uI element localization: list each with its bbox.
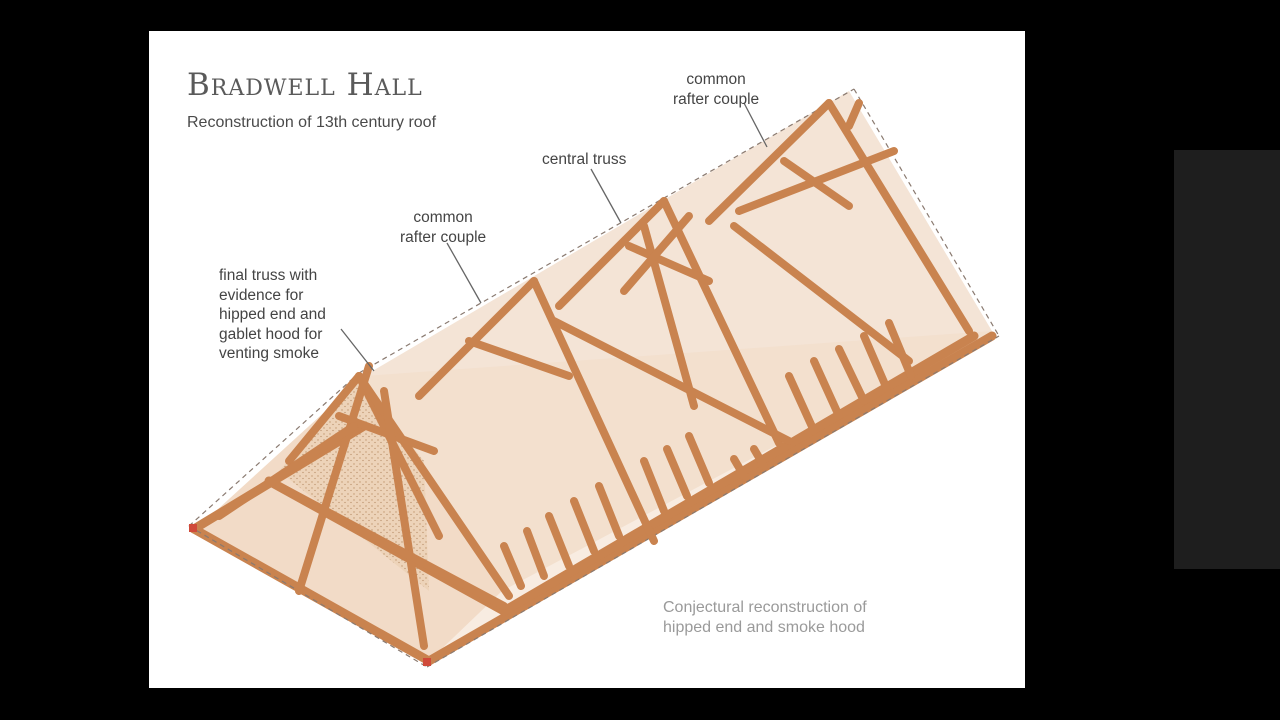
roof-illustration xyxy=(188,88,1000,668)
roof-outline-dashed xyxy=(188,88,1000,668)
caption-conjectural: Conjectural reconstruction of hipped end… xyxy=(663,599,867,636)
slide: Bradwell Hall Reconstruction of 13th cen… xyxy=(149,31,1025,688)
label-central-truss: central truss xyxy=(542,151,627,168)
label-common-rafter-top: common rafter couple xyxy=(673,71,760,108)
truss-far-end xyxy=(705,99,973,335)
corner-post-bottom xyxy=(423,658,431,666)
leader-lines xyxy=(340,102,768,372)
truss-final xyxy=(215,362,513,650)
truss-middle xyxy=(415,277,793,545)
rafter-stubs xyxy=(500,319,915,590)
label-common-rafter-mid: common rafter couple xyxy=(400,209,487,246)
page-title: Bradwell Hall xyxy=(187,67,423,103)
label-final-truss: final truss with evidence for hipped end… xyxy=(219,267,326,362)
page-subtitle: Reconstruction of 13th century roof xyxy=(187,114,437,131)
corner-post-left xyxy=(189,524,197,532)
main-roof-slope xyxy=(194,331,992,661)
side-panel xyxy=(1174,150,1280,569)
truss-central xyxy=(555,197,913,447)
